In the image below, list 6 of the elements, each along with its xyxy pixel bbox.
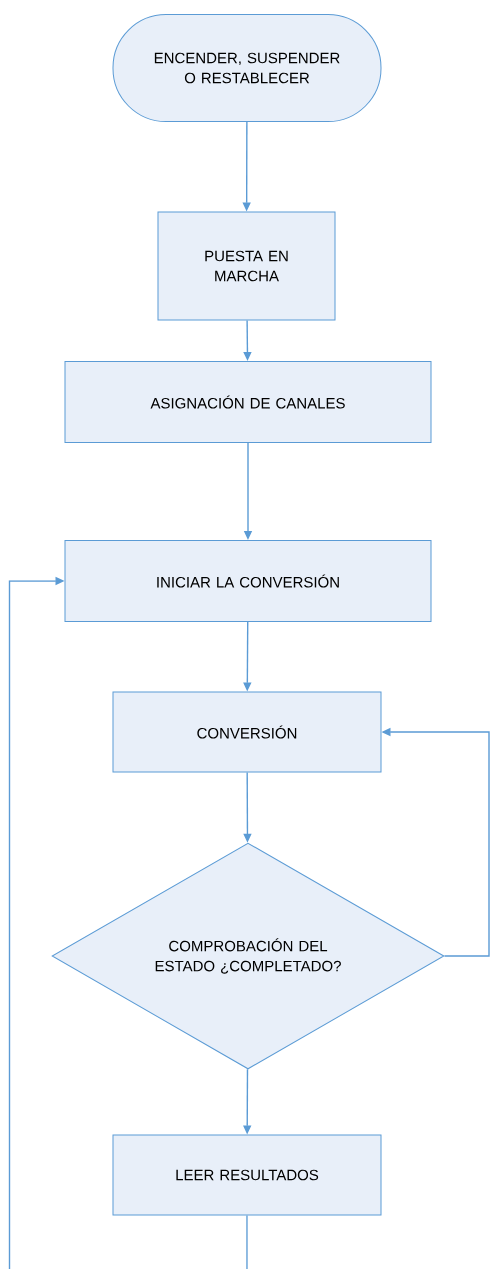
process-box: LEER RESULTADOS xyxy=(112,1134,382,1216)
process-box: INICIAR LA CONVERSIÓN xyxy=(64,540,432,622)
arrow xyxy=(8,576,248,1269)
process-box: ASIGNACIÓN DE CANALES xyxy=(64,361,432,443)
process-box: PUESTA EN MARCHA xyxy=(157,211,336,321)
process-box: CONVERSIÓN xyxy=(112,691,382,773)
